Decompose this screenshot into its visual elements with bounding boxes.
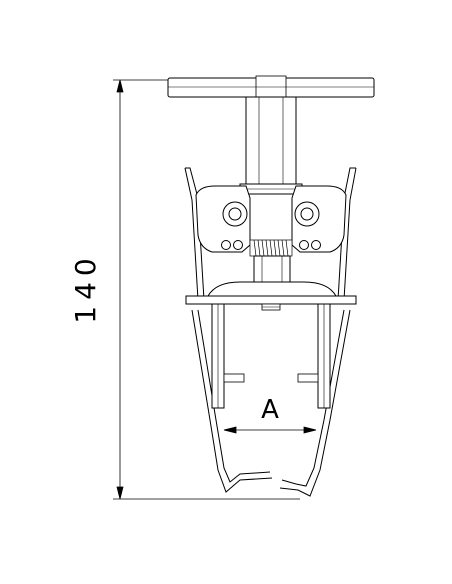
right-outer-arm bbox=[279, 167, 357, 497]
left-pivot-block bbox=[195, 185, 251, 253]
arrow-right bbox=[303, 426, 317, 434]
right-inner-leg bbox=[297, 303, 331, 409]
width-dimension-label: A bbox=[261, 395, 279, 425]
right-pivot-block bbox=[291, 185, 347, 253]
arrow-left bbox=[223, 426, 237, 434]
height-dimension-label: 140 bbox=[69, 252, 102, 323]
t-handle bbox=[167, 75, 375, 100]
left-inner-leg bbox=[211, 303, 245, 409]
height-dimension bbox=[113, 79, 300, 500]
cross-plate bbox=[185, 281, 357, 311]
spindle bbox=[239, 96, 303, 195]
arrow-bottom bbox=[116, 486, 124, 500]
lower-screw bbox=[253, 255, 291, 283]
arrow-top bbox=[116, 79, 124, 93]
spring bbox=[249, 239, 293, 257]
width-dimension bbox=[223, 426, 317, 434]
